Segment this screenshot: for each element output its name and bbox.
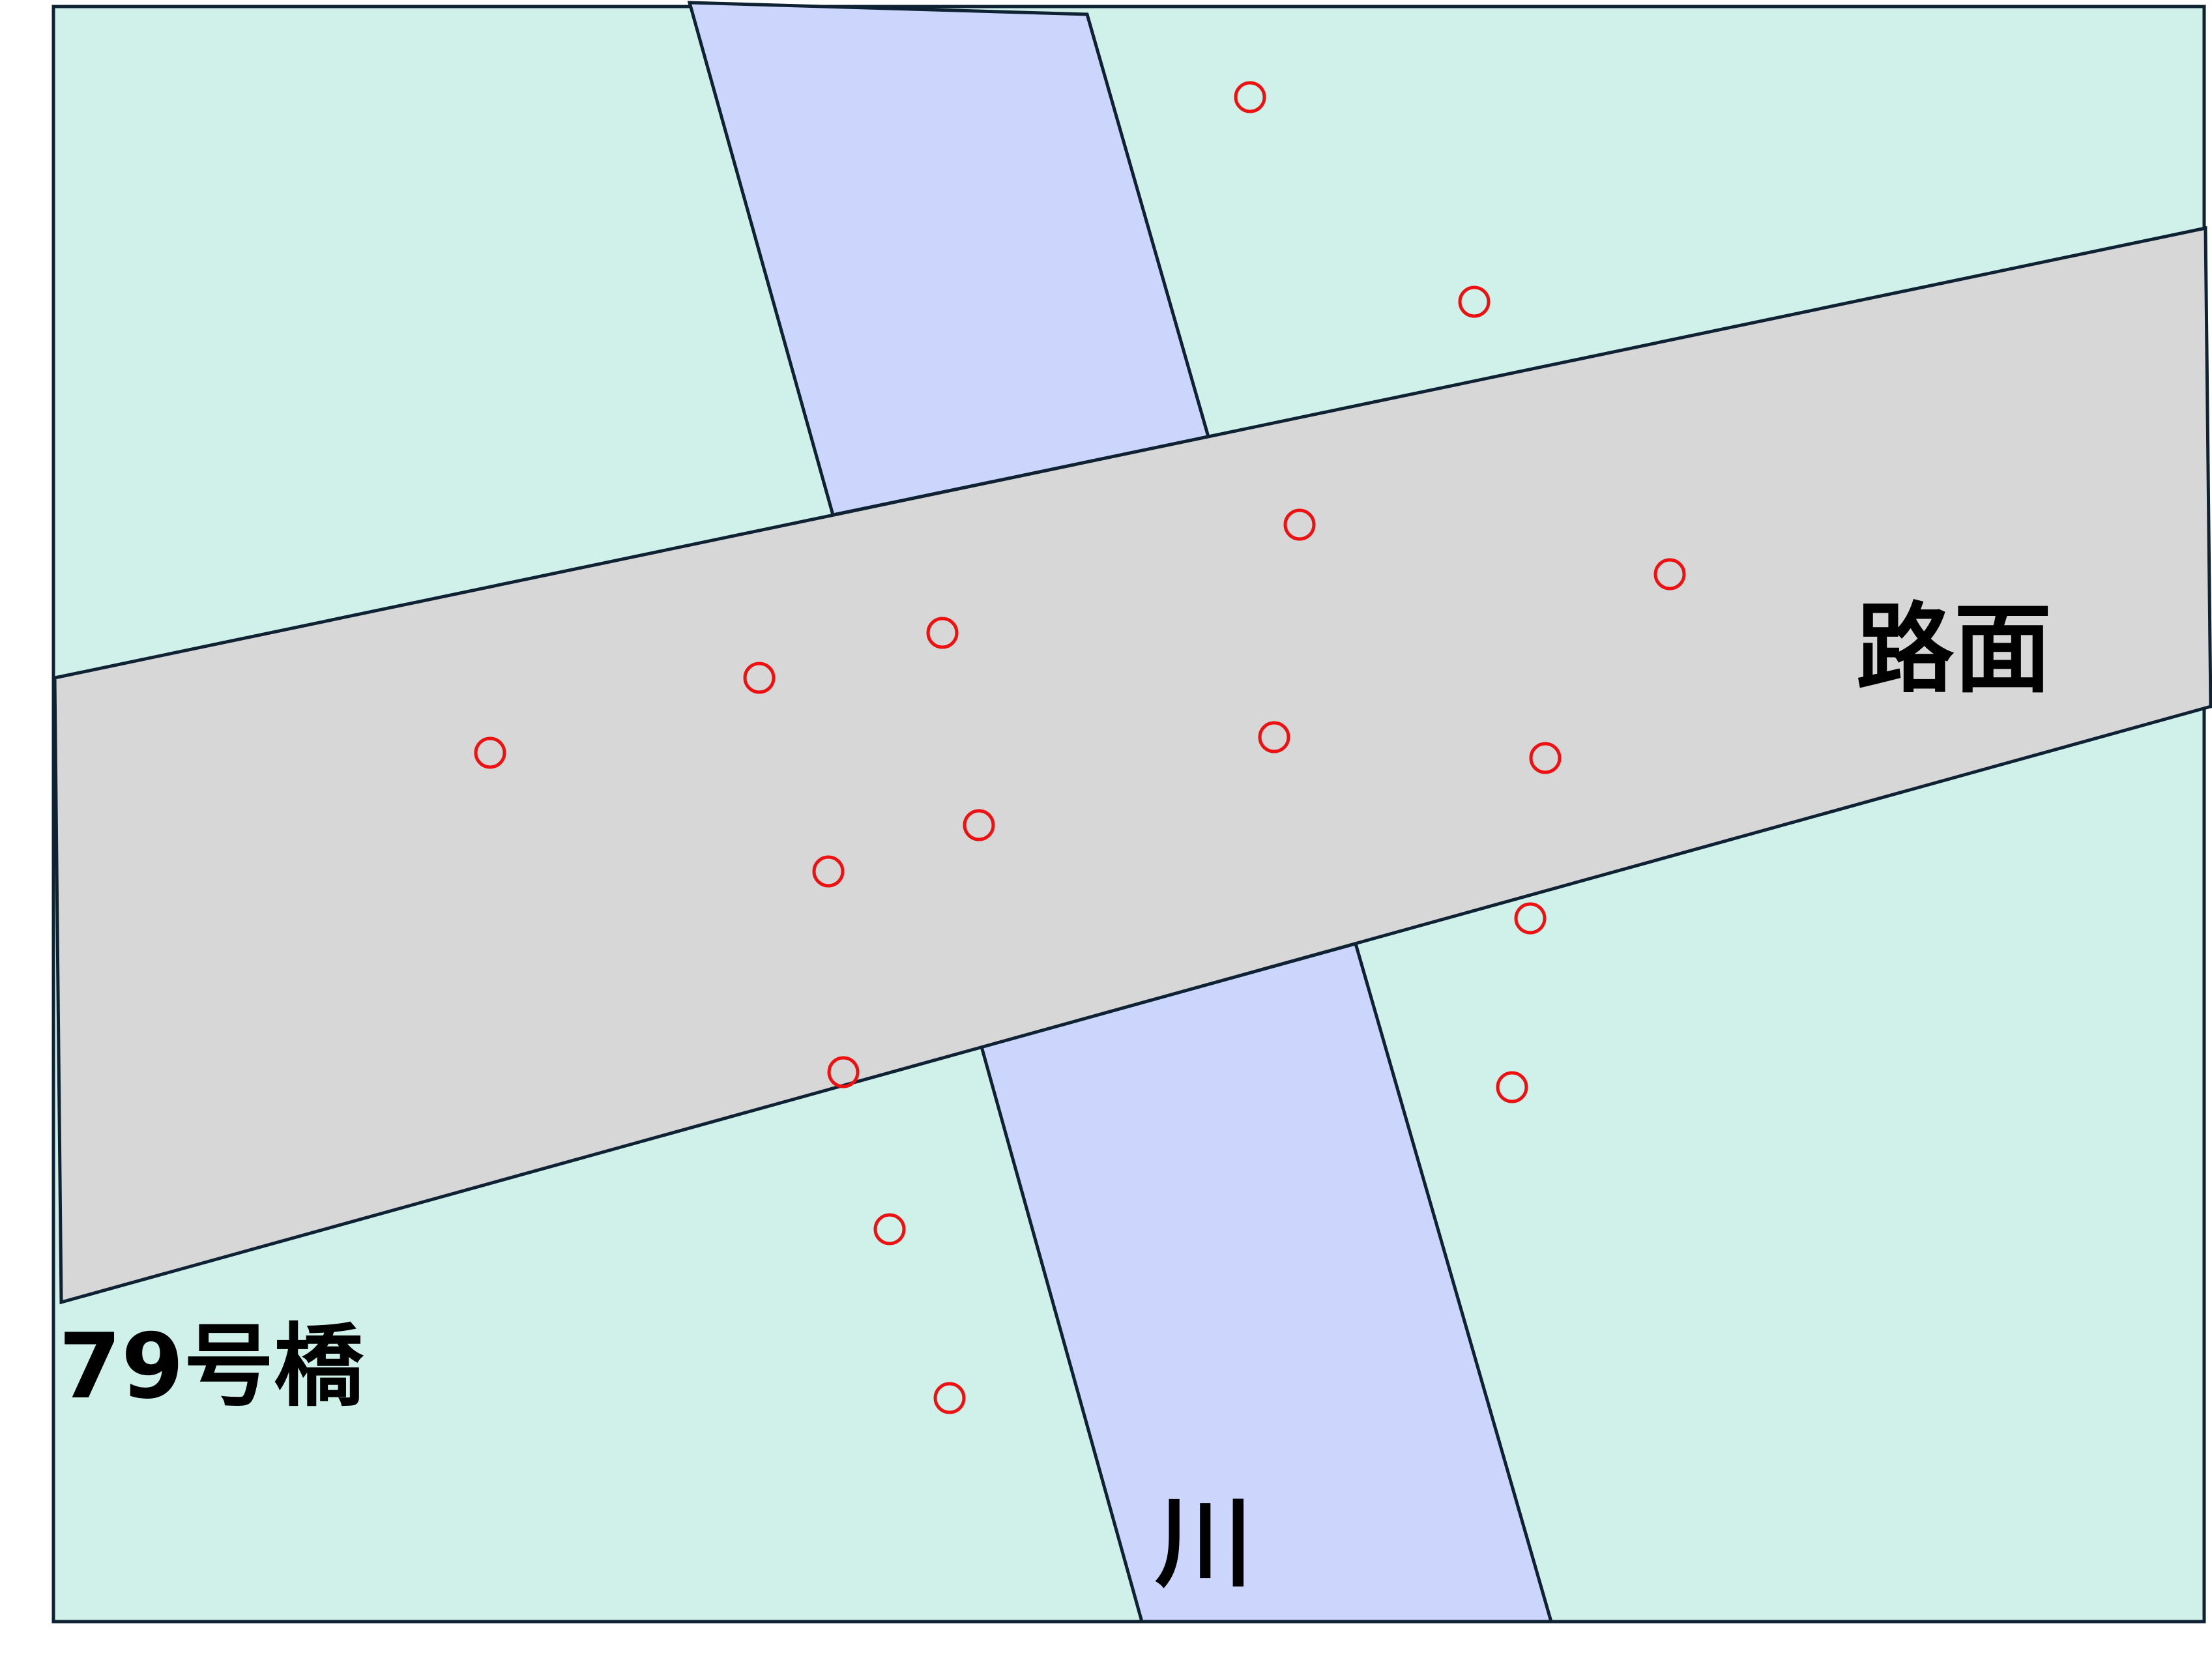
road-label: 路面 (1856, 593, 2052, 707)
marker (812, 855, 845, 888)
bridge-label: 79号橋 (59, 1314, 364, 1419)
marker (1458, 285, 1491, 318)
marker (827, 1056, 860, 1088)
marker (1496, 1071, 1528, 1103)
river-label: 川 (1155, 1487, 1253, 1601)
marker (1234, 81, 1266, 113)
marker (873, 1213, 906, 1246)
marker (1283, 508, 1316, 541)
marker (1514, 902, 1547, 935)
marker (1258, 721, 1290, 753)
marker (743, 662, 776, 694)
marker (963, 809, 995, 841)
marker (1529, 742, 1562, 774)
road-surface (53, 226, 2212, 1305)
marker-group (474, 81, 1686, 1414)
marker (926, 617, 959, 649)
marker (474, 736, 506, 769)
marker (1653, 558, 1686, 590)
marker (933, 1382, 966, 1414)
